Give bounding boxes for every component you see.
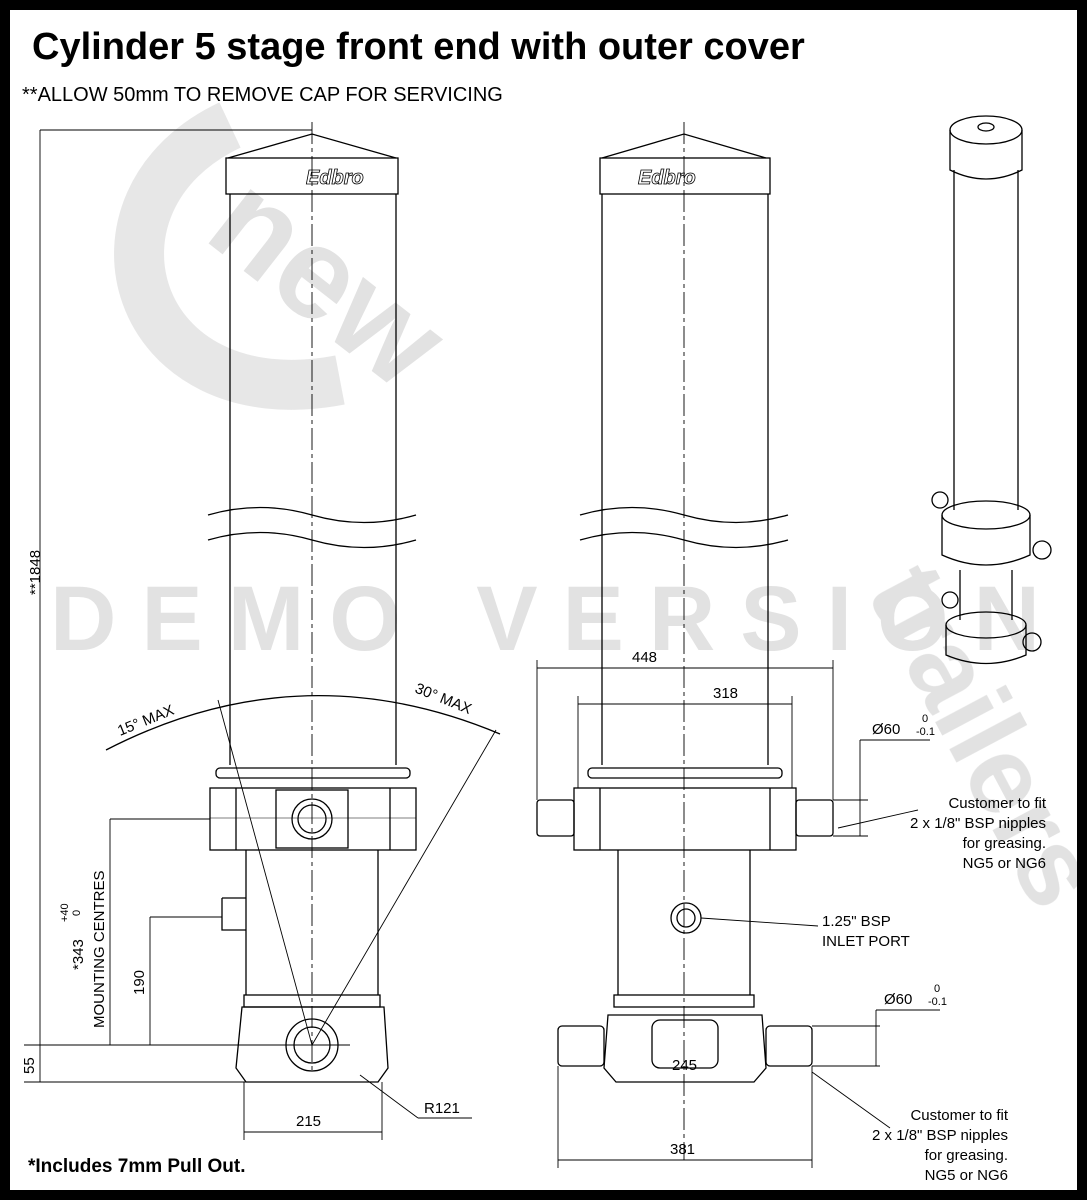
base-stub-right xyxy=(765,1025,813,1067)
trunnion-pin-left xyxy=(291,798,333,840)
base-block-front xyxy=(603,1014,767,1083)
dim-mounting-label: MOUNTING CENTRES xyxy=(91,871,108,1029)
tilt-line-15 xyxy=(217,699,313,1046)
dim-radius: R121 xyxy=(424,1100,460,1117)
dim-dia-bottom-tol-upper: 0 xyxy=(934,983,940,995)
dim-dia-top-tol-upper: 0 xyxy=(922,713,928,725)
dim-245: 245 xyxy=(672,1057,697,1074)
inlet-port xyxy=(670,902,702,934)
pull-out-note: *Includes 7mm Pull Out. xyxy=(28,1156,246,1177)
drawing-sheet: Cylinder 5 stage front end with outer co… xyxy=(10,10,1077,1190)
iso-collar xyxy=(941,500,1031,530)
dim-angle-left: 15° MAX xyxy=(115,702,176,740)
callout-inlet-line: INLET PORT xyxy=(822,933,910,950)
callout-grease-top-line: Customer to fit xyxy=(948,795,1046,812)
dim-318: 318 xyxy=(713,685,738,702)
callout-inlet-line: 1.25" BSP xyxy=(822,913,891,930)
page-title: Cylinder 5 stage front end with outer co… xyxy=(32,26,805,68)
tilt-line-30 xyxy=(311,729,497,1046)
callout-grease-bottom-line: Customer to fit xyxy=(910,1107,1008,1124)
callout-grease-bottom-line: NG5 or NG6 xyxy=(925,1167,1008,1184)
dim-381: 381 xyxy=(670,1141,695,1158)
base-stub-left xyxy=(557,1025,605,1067)
trunnion-block-left xyxy=(209,787,417,851)
dim-dia-top-tol-lower: -0.1 xyxy=(916,726,935,738)
callout-grease-bottom: Customer to fit 2 x 1/8" BSP nipples for… xyxy=(872,1107,1009,1184)
base-block-left xyxy=(235,1006,389,1083)
tilt-arc xyxy=(105,695,501,751)
watermark: DEMO VERSION new trailers xyxy=(50,102,1077,926)
callout-grease-bottom-line: 2 x 1/8" BSP nipples xyxy=(872,1127,1008,1144)
dim-55: 55 xyxy=(21,1057,38,1074)
dimension-lines-front xyxy=(536,660,940,1168)
collar-ring-left xyxy=(215,767,411,779)
inlet-lug-left xyxy=(221,897,246,931)
dim-angle-right: 30° MAX xyxy=(413,680,474,718)
callout-inlet: 1.25" BSP INLET PORT xyxy=(822,913,910,950)
dim-mounting-tol-upper: +40 xyxy=(59,903,71,922)
iso-cap-top xyxy=(949,115,1023,145)
trunnion-stub-right xyxy=(795,799,834,837)
dimension-lines-left xyxy=(24,129,472,1140)
dim-215: 215 xyxy=(296,1113,321,1130)
leader-r121 xyxy=(359,1074,419,1119)
cylinder-iso-view xyxy=(931,115,1052,665)
callout-grease-top-line: for greasing. xyxy=(963,835,1046,852)
servicing-note: **ALLOW 50mm TO REMOVE CAP FOR SERVICING xyxy=(22,84,503,106)
callout-grease-top-line: NG5 or NG6 xyxy=(963,855,1046,872)
iso-trunnion-left xyxy=(931,491,949,509)
callout-grease-top: Customer to fit 2 x 1/8" BSP nipples for… xyxy=(910,795,1047,872)
iso-trunnion-right xyxy=(1032,540,1052,560)
brand-logo-side: Edbro xyxy=(306,167,364,189)
trunnion-block-front xyxy=(573,787,797,851)
callout-grease-top-line: 2 x 1/8" BSP nipples xyxy=(910,815,1046,832)
leader-inlet xyxy=(700,917,819,927)
brand-logo-front: Edbro xyxy=(638,167,696,189)
base-window-front xyxy=(651,1019,719,1069)
cap-band-front xyxy=(599,157,771,195)
leader-grease-bottom xyxy=(811,1071,891,1129)
dim-dia-bottom: Ø60 xyxy=(884,991,912,1008)
dim-dia-bottom-tol-lower: -0.1 xyxy=(928,996,947,1008)
dim-dia-top: Ø60 xyxy=(872,721,900,738)
dim-448: 448 xyxy=(632,649,657,666)
trunnion-boss-left xyxy=(275,789,349,849)
technical-drawing: DEMO VERSION new trailers xyxy=(21,102,1077,1184)
leader-grease-top xyxy=(837,809,919,829)
dim-mounting-tol-lower: 0 xyxy=(71,910,83,916)
dim-190: 190 xyxy=(131,970,148,995)
dim-mounting-value: *343 xyxy=(70,939,87,970)
trunnion-stub-left xyxy=(536,799,575,837)
watermark-swoosh xyxy=(114,102,345,410)
dim-overall-height: **1848 xyxy=(27,550,44,595)
callout-grease-bottom-line: for greasing. xyxy=(925,1147,1008,1164)
